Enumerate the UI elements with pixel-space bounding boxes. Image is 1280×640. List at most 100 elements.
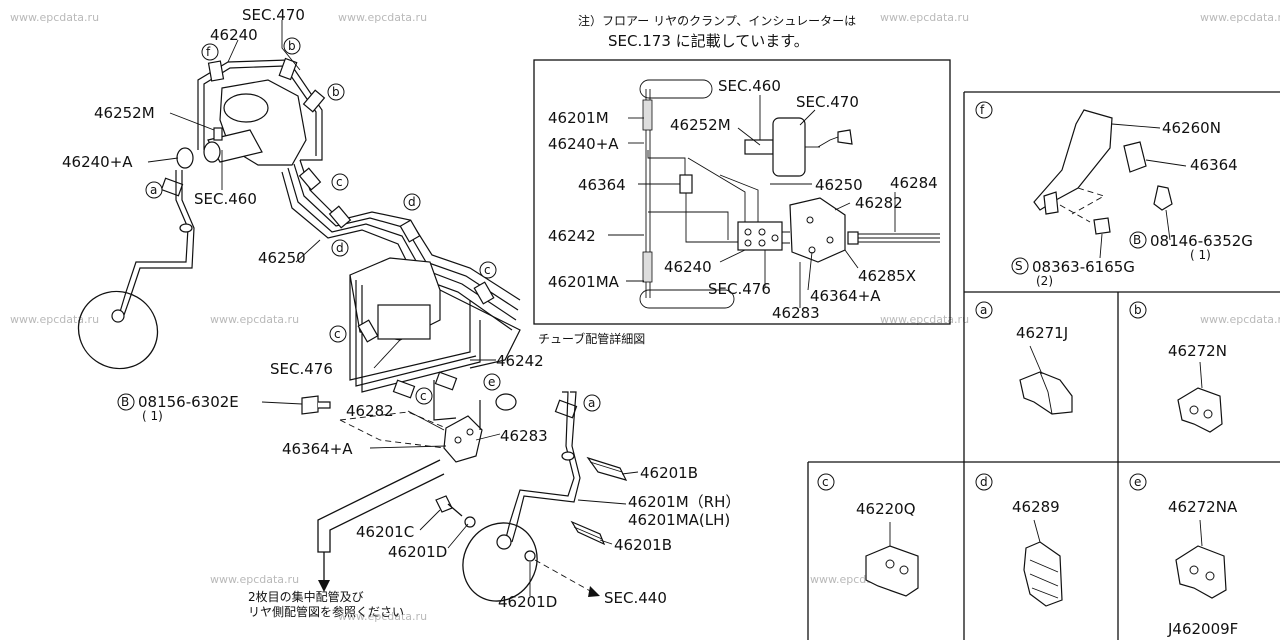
clip-46272n bbox=[1177, 387, 1223, 433]
panel-e: e 46272NA bbox=[1129, 473, 1238, 599]
watermark: www.epcdata.ru bbox=[210, 573, 299, 586]
tube-bundle-hatch bbox=[642, 251, 653, 283]
leader bbox=[1111, 123, 1161, 129]
bracket-46201b bbox=[586, 456, 628, 481]
bracket-foot bbox=[1043, 191, 1059, 215]
junction-port bbox=[758, 239, 766, 247]
bolt-head bbox=[301, 395, 319, 415]
clamp-c bbox=[298, 167, 322, 191]
label-46250: 46250 bbox=[258, 249, 306, 267]
clip-hole bbox=[1189, 405, 1199, 415]
label-46201d: 46201D bbox=[388, 543, 447, 561]
label-sec476: SEC.476 bbox=[270, 360, 333, 378]
leader bbox=[807, 251, 813, 291]
svg-text:d: d bbox=[980, 475, 988, 489]
leader bbox=[447, 523, 469, 549]
label-46272n: 46272N bbox=[1168, 342, 1227, 360]
hose-fitting bbox=[179, 223, 193, 233]
label-46242: 46242 bbox=[496, 352, 544, 370]
clip-hole bbox=[885, 559, 895, 569]
watermark: www.epcdata.ru bbox=[1200, 313, 1280, 326]
screw-08363 bbox=[1093, 217, 1111, 235]
bolt-46201c bbox=[435, 495, 453, 513]
watermark: www.epcdata.ru bbox=[880, 313, 969, 326]
clip-hole bbox=[1189, 565, 1199, 575]
svg-text:a: a bbox=[588, 396, 595, 410]
label-46282: 46282 bbox=[346, 402, 394, 420]
note-line-1: 注）フロアー リヤのクランプ、インシュレーターは bbox=[578, 13, 856, 28]
label-sec460: SEC.460 bbox=[194, 190, 257, 208]
watermark: www.epcdata.ru bbox=[880, 11, 969, 24]
label-46252m: 46252M bbox=[94, 104, 155, 122]
marker-c: c bbox=[329, 325, 347, 343]
grommet bbox=[176, 147, 194, 169]
marker-f: f bbox=[201, 43, 219, 61]
marker-a: a bbox=[583, 394, 601, 412]
clip-46364 bbox=[1123, 141, 1147, 173]
hose-fitting bbox=[561, 451, 575, 461]
marker-b: b bbox=[327, 83, 345, 101]
bolt-08146 bbox=[1153, 185, 1173, 211]
label-46271j: 46271J bbox=[1016, 324, 1068, 342]
label-46240: 46240 bbox=[210, 26, 258, 44]
label-46201b: 46201B bbox=[640, 464, 698, 482]
leader bbox=[599, 539, 613, 545]
proportioning-valve bbox=[789, 197, 846, 263]
detail-label-sec470: SEC.470 bbox=[796, 93, 859, 111]
caliper-fitting bbox=[111, 309, 125, 323]
tube-46242 bbox=[648, 211, 729, 240]
leader bbox=[407, 410, 445, 431]
marker-e: e bbox=[1129, 473, 1147, 491]
valve-fitting bbox=[847, 231, 859, 245]
leader bbox=[261, 401, 303, 405]
grommet bbox=[495, 393, 517, 411]
watermark: www.epcdata.ru bbox=[10, 313, 99, 326]
pipe-front-right-b bbox=[511, 391, 581, 543]
booster-cap bbox=[837, 129, 853, 145]
abs-actuator bbox=[377, 304, 431, 340]
label-screw-08363: 08363-6165G bbox=[1032, 258, 1135, 276]
label-46240a: 46240+A bbox=[62, 153, 133, 171]
marker-c: c bbox=[415, 387, 433, 405]
leader bbox=[373, 339, 401, 369]
svg-text:d: d bbox=[336, 241, 344, 255]
detail-label-46201ma: 46201MA bbox=[548, 273, 620, 291]
watermark: www.epcdata.ru bbox=[338, 610, 427, 623]
detail-label-46285x: 46285X bbox=[858, 267, 916, 285]
leader bbox=[1033, 519, 1041, 543]
detail-caption: チューブ配管詳細図 bbox=[538, 331, 645, 346]
reservoir-cap bbox=[223, 93, 269, 123]
ref-note-line-2: リヤ側配管図を参照ください bbox=[248, 604, 404, 619]
marker-b: b bbox=[1129, 301, 1147, 319]
svg-text:d: d bbox=[408, 195, 416, 209]
svg-text:f: f bbox=[206, 45, 211, 59]
clamp-e bbox=[434, 371, 458, 391]
diagram-id: J462009F bbox=[1167, 620, 1238, 638]
leader bbox=[281, 20, 301, 71]
detail-label-46240: 46240 bbox=[664, 258, 712, 276]
arrow-head bbox=[588, 586, 600, 597]
tube-46250 bbox=[719, 174, 759, 222]
clip-46271j bbox=[1019, 371, 1073, 415]
pipe-frame-left-2 bbox=[355, 280, 477, 387]
svg-text:c: c bbox=[336, 175, 343, 189]
joint-46364 bbox=[679, 174, 693, 194]
svg-text:a: a bbox=[150, 183, 157, 197]
marker-c: c bbox=[479, 261, 497, 279]
tube-46240 bbox=[685, 193, 740, 243]
detail-label-46282: 46282 bbox=[855, 194, 903, 212]
label-46272na: 46272NA bbox=[1168, 498, 1238, 516]
leader bbox=[169, 112, 215, 131]
valve-port bbox=[826, 236, 834, 244]
label-bolt-08146: 08146-6352G bbox=[1150, 232, 1253, 250]
svg-text:e: e bbox=[488, 375, 495, 389]
clamp-d2 bbox=[399, 219, 421, 243]
leader bbox=[577, 499, 627, 505]
svg-text:B: B bbox=[1133, 233, 1141, 247]
label-bolt-qty: ( 1) bbox=[1190, 248, 1211, 262]
leader bbox=[1099, 233, 1103, 259]
detail-label-46201m: 46201M bbox=[548, 109, 609, 127]
clamp-f bbox=[207, 60, 225, 82]
clamp-a bbox=[160, 177, 184, 197]
svg-text:S: S bbox=[1015, 259, 1023, 273]
